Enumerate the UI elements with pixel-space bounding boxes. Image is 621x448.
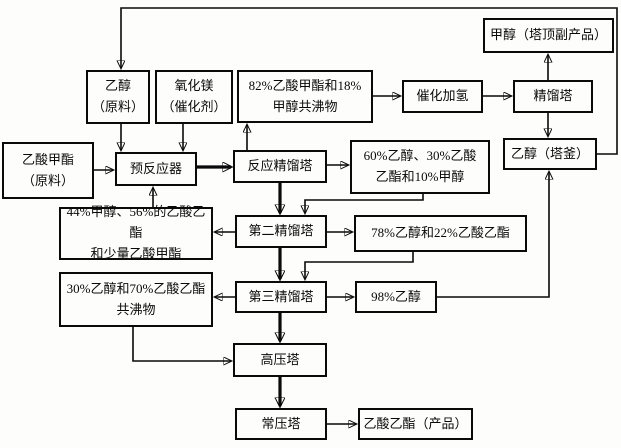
- node-eth98-label: 98%乙醇: [371, 288, 421, 304]
- node-distillation-col: 精馏塔: [513, 80, 593, 113]
- node-methyl-acetate-feed: 乙酸甲酯 （原料）: [2, 142, 94, 199]
- node-ea-product-label: 乙酸乙酯（产品）: [363, 415, 468, 431]
- node-hp-col: 高压塔: [233, 343, 327, 377]
- node-mgo-catalyst: 氧化镁 （催化剂）: [155, 70, 233, 124]
- node-mix78: 78%乙醇和22%乙酸乙酯: [354, 215, 527, 252]
- node-col2: 第二精馏塔: [235, 215, 327, 248]
- node-mix30: 30%乙醇和70%乙酸乙酯 共沸物: [59, 272, 213, 327]
- node-azeotrope82: 82%乙酸甲酯和18% 甲醇共沸物: [237, 70, 373, 123]
- node-ethanol-bottoms-label: 乙醇（塔釜）: [510, 145, 589, 161]
- node-hp-col-label: 高压塔: [260, 351, 300, 367]
- node-mix30-label: 30%乙醇和70%乙酸乙酯 共沸物: [66, 280, 206, 317]
- node-ethanol-feed: 乙醇 （原料）: [86, 70, 150, 124]
- node-mix60: 60%乙醇、30%乙酸 乙酯和10%甲醇: [350, 140, 490, 194]
- node-eth98: 98%乙醇: [355, 281, 437, 313]
- node-ethanol-bottoms: 乙醇（塔釜）: [503, 138, 597, 170]
- node-mix60-label: 60%乙醇、30%乙酸 乙酯和10%甲醇: [363, 148, 477, 184]
- node-azeotrope82-label: 82%乙酸甲酯和18% 甲醇共沸物: [248, 77, 362, 114]
- node-hydrogenation-label: 催化加氢: [416, 88, 469, 104]
- node-col3: 第三精馏塔: [235, 281, 327, 313]
- node-col3-label: 第三精馏塔: [248, 288, 314, 304]
- edge-mix60-to-col2: [305, 194, 424, 213]
- node-distillation-col-label: 精馏塔: [533, 88, 573, 104]
- node-hydrogenation: 催化加氢: [402, 80, 483, 113]
- node-mix44: 44%甲醇、56%的乙酸乙酯 和少量乙酸甲酯: [59, 204, 213, 261]
- node-mix44-label: 44%甲醇、56%的乙酸乙酯 和少量乙酸甲酯: [66, 204, 206, 261]
- node-col2-label: 第二精馏塔: [248, 223, 314, 239]
- node-methyl-acetate-feed-label: 乙酸甲酯 （原料）: [21, 151, 74, 188]
- node-methanol-byproduct-label: 甲醇（塔顶副产品）: [489, 27, 607, 43]
- edge-mix78-to-col3: [305, 252, 414, 279]
- node-reactive-distillation: 反应精馏塔: [233, 150, 327, 183]
- node-ea-product: 乙酸乙酯（产品）: [358, 408, 473, 440]
- edge-mix30-to-hp-col: [132, 327, 231, 361]
- node-prereactor-label: 预反应器: [129, 160, 182, 176]
- node-mgo-catalyst-label: 氧化镁 （催化剂）: [161, 78, 227, 114]
- node-ethanol-feed-label: 乙醇 （原料）: [91, 78, 144, 114]
- node-mix78-label: 78%乙醇和22%乙酸乙酯: [371, 225, 510, 241]
- node-methanol-byproduct: 甲醇（塔顶副产品）: [483, 18, 614, 53]
- node-prereactor: 预反应器: [115, 152, 197, 186]
- node-atm-col-label: 常压塔: [261, 415, 301, 431]
- node-reactive-distillation-label: 反应精馏塔: [247, 158, 313, 174]
- node-atm-col: 常压塔: [235, 408, 327, 440]
